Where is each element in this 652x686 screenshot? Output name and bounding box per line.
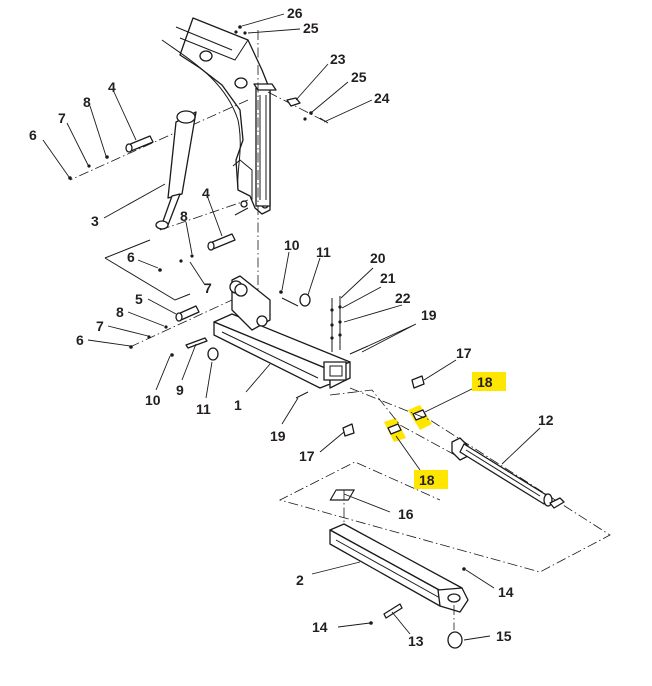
callout-15: 15 bbox=[496, 628, 512, 644]
callout-19: 19 bbox=[270, 428, 286, 444]
pin-4-lower bbox=[207, 233, 236, 251]
callout-9: 9 bbox=[176, 382, 184, 398]
callout-3: 3 bbox=[91, 213, 99, 229]
callout-17: 17 bbox=[299, 448, 315, 464]
callout-6: 6 bbox=[127, 249, 135, 265]
pin-5 bbox=[175, 305, 200, 322]
callout-25: 25 bbox=[351, 69, 367, 85]
pin-13 bbox=[383, 603, 403, 619]
bracket-23 bbox=[286, 97, 301, 107]
wear-pad-18 bbox=[387, 423, 402, 435]
centerline bbox=[267, 91, 331, 125]
collar-15 bbox=[447, 631, 463, 649]
fastener bbox=[238, 25, 242, 29]
callout-16: 16 bbox=[398, 506, 414, 522]
callout-6: 6 bbox=[29, 127, 37, 143]
callout-6: 6 bbox=[76, 332, 84, 348]
callout-20: 20 bbox=[370, 250, 386, 266]
boom-arm bbox=[161, 17, 277, 215]
callout-1: 1 bbox=[234, 397, 242, 413]
callout-8: 8 bbox=[116, 304, 124, 320]
wear-pad-18 bbox=[412, 409, 427, 421]
callout-26: 26 bbox=[287, 5, 303, 21]
callout-25: 25 bbox=[303, 20, 319, 36]
callout-19: 19 bbox=[421, 307, 437, 323]
callout-18: 18 bbox=[477, 374, 493, 390]
callout-4: 4 bbox=[202, 185, 210, 201]
callout-7: 7 bbox=[58, 110, 66, 126]
callout-14: 14 bbox=[312, 619, 328, 635]
bushing-11 bbox=[207, 347, 219, 361]
pin-4-upper bbox=[125, 135, 154, 153]
bushing-11 bbox=[299, 293, 311, 307]
centerline bbox=[69, 99, 249, 181]
callout-7: 7 bbox=[204, 280, 212, 296]
fastener bbox=[309, 111, 313, 115]
callout-5: 5 bbox=[135, 291, 143, 307]
clip-17 bbox=[411, 375, 425, 389]
extension-cylinder bbox=[451, 437, 565, 509]
callout-highlight bbox=[472, 372, 506, 391]
callout-11: 11 bbox=[196, 401, 211, 417]
callout-18: 18 bbox=[419, 472, 435, 488]
callout-highlight bbox=[414, 470, 448, 489]
callout-13: 13 bbox=[408, 633, 424, 649]
callout-10: 10 bbox=[145, 392, 161, 408]
callout-10: 10 bbox=[284, 237, 300, 253]
callout-23: 23 bbox=[330, 51, 346, 67]
fastener bbox=[234, 30, 238, 34]
fastener bbox=[243, 31, 247, 35]
callout-22: 22 bbox=[395, 290, 411, 306]
centerline bbox=[129, 299, 233, 348]
clip-17 bbox=[342, 423, 355, 437]
callout-7: 7 bbox=[96, 318, 104, 334]
callouts: 26 25 23 25 24 4 8 7 6 3 4 8 6 7 10 11 2… bbox=[29, 5, 554, 649]
pin-19 bbox=[295, 345, 369, 399]
callout-24: 24 bbox=[374, 90, 390, 106]
main-frame bbox=[213, 275, 351, 389]
callout-17: 17 bbox=[456, 345, 472, 361]
centerline bbox=[329, 389, 456, 456]
callout-12: 12 bbox=[538, 412, 554, 428]
bolt-24 bbox=[319, 117, 329, 124]
callout-8: 8 bbox=[180, 208, 188, 224]
hydraulic-cylinder bbox=[155, 110, 197, 230]
leader-lines bbox=[42, 13, 541, 641]
pin-9 bbox=[185, 337, 208, 349]
callout-8: 8 bbox=[83, 94, 91, 110]
callout-11: 11 bbox=[316, 244, 331, 260]
telescoping-arm bbox=[329, 489, 469, 613]
callout-4: 4 bbox=[108, 79, 116, 95]
bolt-set bbox=[330, 296, 342, 352]
callout-2: 2 bbox=[296, 572, 304, 588]
fastener bbox=[303, 117, 307, 121]
slide-pad-16 bbox=[329, 489, 355, 501]
callout-14: 14 bbox=[498, 584, 514, 600]
callout-21: 21 bbox=[380, 270, 396, 286]
centerline bbox=[159, 199, 249, 231]
